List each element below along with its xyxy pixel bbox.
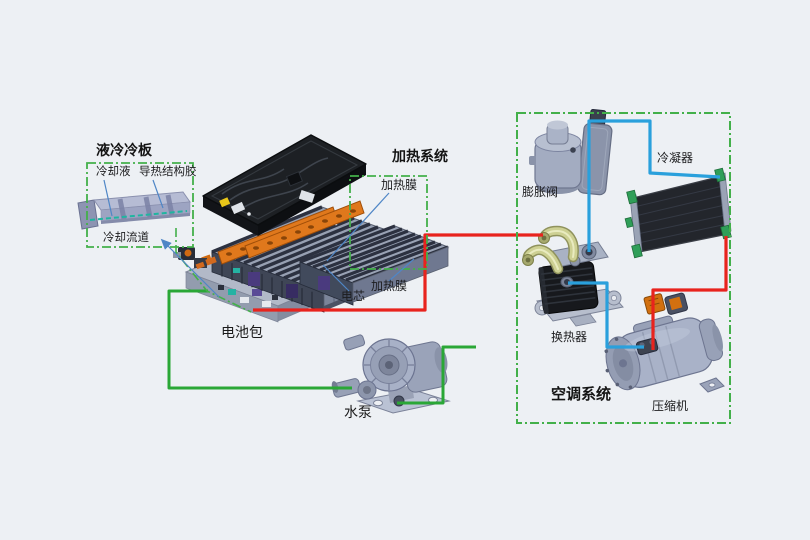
refrigerant-pipe-condenser-valve-chiller xyxy=(587,119,721,252)
battery-pack-cover xyxy=(202,134,367,236)
water-pump-illustration xyxy=(331,334,451,414)
heat-exchanger-label: 换热器 xyxy=(551,330,588,344)
ac-system-title: 空调系统 xyxy=(551,386,612,403)
heating-film-label-side: 加热膜 xyxy=(371,279,408,293)
coolant-pipe-battery-to-pump xyxy=(167,289,352,390)
expansion-valve-label: 膨胀阀 xyxy=(522,185,559,199)
warning-sticker xyxy=(219,197,231,208)
battery-cell-modules xyxy=(210,205,450,313)
coolant-label: 冷却液 xyxy=(96,166,131,178)
cold-plate-detail-box xyxy=(86,162,194,248)
ac-system-box xyxy=(516,112,731,424)
battery-pack-label: 电池包 xyxy=(221,324,263,340)
cooling-channel-dashed-line xyxy=(89,210,188,221)
compressor-label: 压缩机 xyxy=(652,399,689,413)
heating-system-title: 加热系统 xyxy=(392,148,448,164)
battery-tray-outline xyxy=(175,228,252,313)
leader-adhesive xyxy=(152,179,164,209)
leader-coolant xyxy=(103,179,113,217)
adhesive-label: 导热结构胶 xyxy=(139,166,197,178)
hot-pipe-battery-to-chiller xyxy=(253,233,543,312)
coolant-pipe-pump-outlet xyxy=(397,345,476,405)
heat-exchanger-illustration xyxy=(522,225,624,327)
heating-film-label-top: 加热膜 xyxy=(381,178,418,192)
cell-label: 电芯 xyxy=(341,289,366,303)
cold-plate-title: 液冷冷板 xyxy=(96,142,152,158)
heating-film-strips xyxy=(195,200,365,270)
leader-heating-film-top xyxy=(326,192,390,262)
condenser-label: 冷凝器 xyxy=(657,151,694,165)
cover-logo-plate xyxy=(285,171,304,187)
cooling-channel-label: 冷却流道 xyxy=(103,232,149,244)
heating-system-box xyxy=(349,175,428,270)
refrigerant-pipe-chiller-to-compressor xyxy=(568,281,644,349)
cold-plate-illustration xyxy=(77,191,191,230)
hot-pipe-condenser-to-compressor xyxy=(651,236,728,350)
water-pump-label: 水泵 xyxy=(344,404,372,420)
expansion-valve-illustration xyxy=(529,109,613,196)
leader-heating-film-side xyxy=(388,258,415,282)
condenser-illustration xyxy=(624,167,732,259)
compressor-illustration xyxy=(604,292,725,393)
leader-cell xyxy=(322,264,350,292)
cold-plate-callout-arrow xyxy=(160,238,220,298)
